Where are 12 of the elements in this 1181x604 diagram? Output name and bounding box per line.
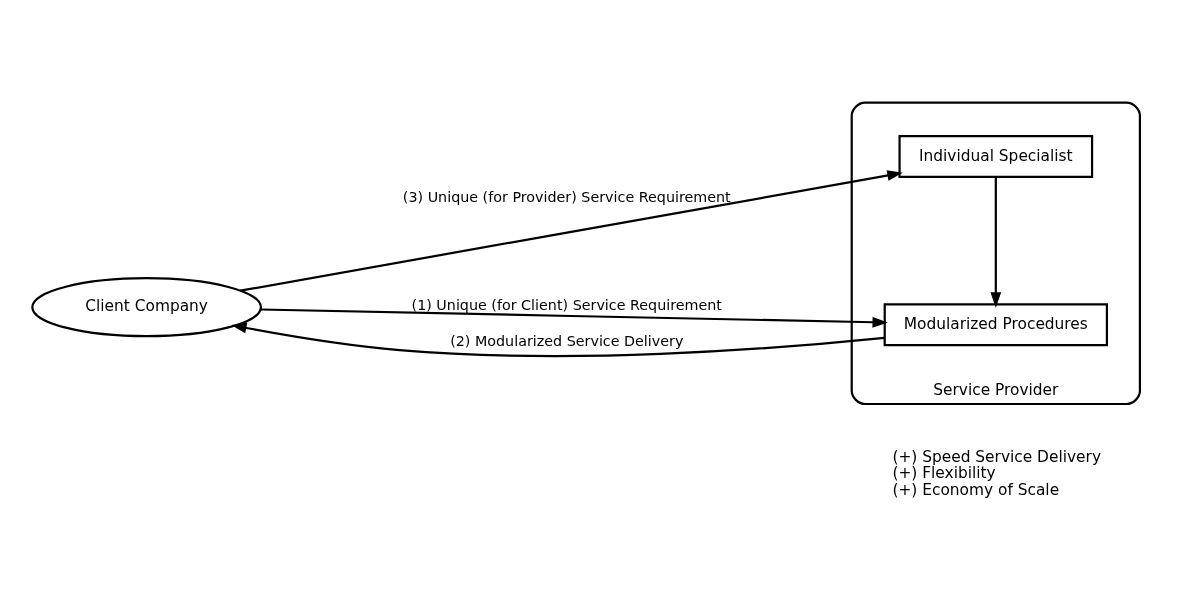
arrow xyxy=(260,307,888,328)
node-ellipse: Client Company xyxy=(31,276,262,337)
node-box: Individual Specialist xyxy=(898,134,1094,178)
edge-label: (3) Unique (for Provider) Service Requirement xyxy=(402,188,731,205)
arrow xyxy=(240,169,903,292)
arrow xyxy=(231,322,885,357)
edge-label: (1) Unique (for Client) Service Requirement xyxy=(411,296,722,313)
node-box: Modularized Procedures xyxy=(883,302,1108,346)
label: (+) Economy of Scale xyxy=(892,480,1060,499)
edge-label: (2) Modularized Service Delivery xyxy=(450,332,684,349)
arrow xyxy=(990,176,1002,308)
label: (+) Speed Service Delivery xyxy=(892,447,1101,466)
